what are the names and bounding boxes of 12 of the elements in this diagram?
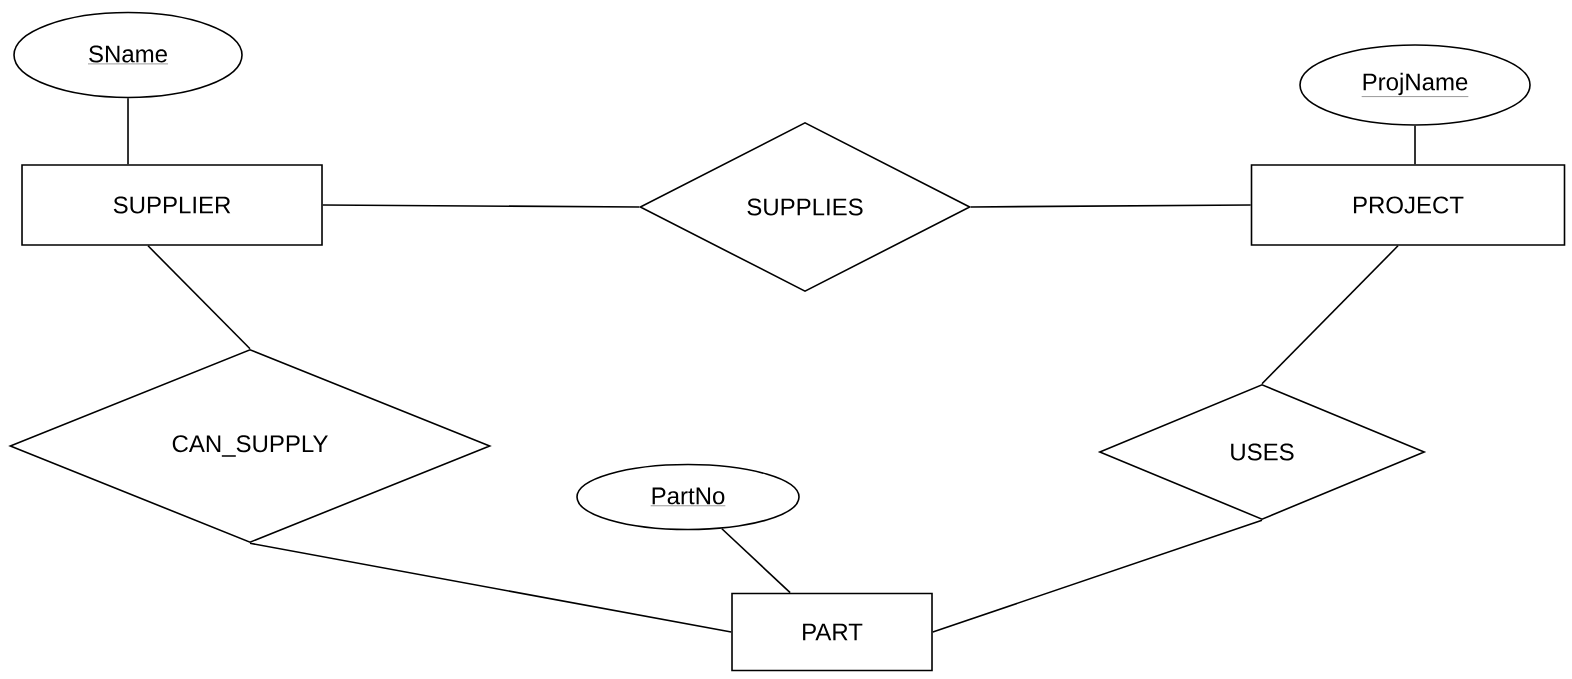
connector-line (932, 519, 1263, 633)
connector-line (147, 245, 251, 350)
entity-box: PROJECT (1250, 164, 1566, 246)
connector-line (322, 204, 640, 208)
connector-line (721, 527, 791, 594)
connector-line (1414, 125, 1416, 165)
connector-line (249, 542, 732, 633)
entity-box: PART (731, 592, 933, 672)
connector-line (970, 204, 1252, 208)
connector-line (127, 97, 129, 165)
entity-box: SUPPLIER (21, 164, 323, 246)
connector-line (1261, 245, 1399, 385)
